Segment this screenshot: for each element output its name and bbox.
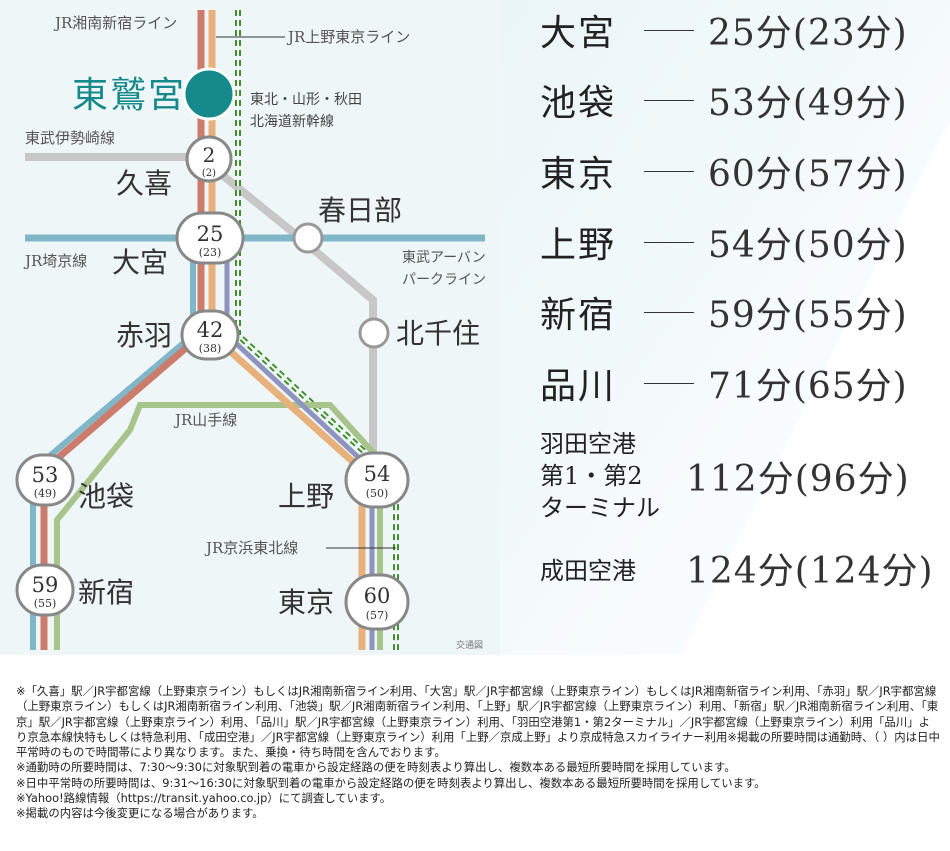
time-row-station: 池袋 — [540, 83, 617, 124]
node-ikebukuro — [15, 453, 75, 507]
dash-line — [644, 29, 694, 31]
time-row: 大宮 25分(23分) — [540, 0, 908, 60]
dash-line — [644, 311, 694, 313]
node-ueno — [344, 451, 410, 509]
node-omiya-time-sub: (23) — [199, 246, 222, 259]
node-ueno-time-sub: (50) — [366, 487, 389, 500]
node-kita-senju — [358, 317, 390, 349]
tobu-isesaki-line — [25, 153, 377, 470]
dash-line — [644, 170, 694, 172]
background-wedge — [500, 0, 950, 655]
node-shinjuku-time-sub: (55) — [34, 597, 57, 610]
time-row-paren: (57分) — [792, 154, 908, 195]
haneda-line-2: 第1・第2 — [540, 462, 643, 490]
time-row: 品川 71分(65分) — [540, 353, 908, 413]
route-map: 2 (2) 25 (23) 42 (38) 53 (49) 54 (50) 59… — [0, 0, 950, 655]
narita-station: 成田空港 — [540, 556, 636, 585]
station-kasukabe: 春日部 — [318, 194, 402, 227]
time-row-time: 59分 — [708, 295, 793, 336]
time-row-time: 60分 — [708, 154, 793, 195]
station-akabane: 赤羽 — [116, 319, 172, 352]
time-row-paren: (65分) — [792, 366, 908, 407]
dash-line — [644, 382, 694, 384]
haneda-paren: (96分) — [794, 459, 910, 500]
time-row-station: 上野 — [540, 225, 617, 266]
label-shonan-shinjuku: JR湘南新宿ライン — [53, 14, 177, 32]
node-ikebukuro-time-sub: (49) — [34, 487, 57, 500]
keihin-tohoku-line — [224, 238, 375, 650]
node-akabane-time: 42 — [197, 318, 224, 342]
label-shinkansen-2: 北海道新幹線 — [250, 113, 334, 130]
footnote: ※「久喜」駅／JR宇都宮線（上野東京ライン）もしくはJR湘南新宿ライン利用、「大… — [16, 684, 940, 760]
node-tokyo-time: 60 — [364, 584, 391, 608]
node-kuki-time-sub: (2) — [202, 168, 216, 179]
haneda-line-1: 羽田空港 — [540, 430, 636, 458]
node-kuki-time: 2 — [203, 143, 216, 167]
station-ueno: 上野 — [278, 480, 334, 513]
time-row-paren: (23分) — [792, 13, 908, 54]
station-higashi-washinomiya: 東鷲宮 — [72, 75, 186, 116]
node-omiya-time: 25 — [197, 222, 224, 246]
time-row-station: 大宮 — [540, 13, 617, 54]
time-row-time: 54分 — [708, 225, 793, 266]
node-akabane — [180, 309, 240, 361]
narita-row: 成田空港 124分(124分) — [540, 538, 934, 598]
time-row: 上野 54分(50分) — [540, 212, 908, 272]
time-row-paren: (55分) — [792, 295, 908, 336]
time-row-station: 東京 — [540, 154, 617, 195]
node-kuki — [185, 135, 233, 183]
time-row-station: 品川 — [540, 366, 617, 407]
station-kita-senju: 北千住 — [396, 317, 480, 350]
node-tokyo-time-sub: (57) — [366, 609, 389, 622]
label-yamanote: JR山手線 — [173, 411, 237, 429]
haneda-time: 112分 — [686, 459, 795, 500]
label-shinkansen-1: 東北・山形・秋田 — [250, 92, 362, 108]
footnote: ※日中平常時の所要時間は、9:31～16:30に対象駅到着の電車から設定経路の便… — [16, 775, 766, 790]
time-row-time: 25分 — [708, 13, 793, 54]
label-keihin-tohoku: JR京浜東北線 — [204, 539, 298, 557]
time-row-paren: (50分) — [792, 225, 908, 266]
station-tokyo: 東京 — [278, 586, 334, 619]
time-row-station: 新宿 — [540, 295, 617, 336]
saikyo-line-vertical — [30, 238, 196, 650]
footnote: ※通勤時の所要時間は、7:30～9:30に対象駅到着の電車から設定経路の便を時刻… — [16, 760, 736, 775]
label-urban-park-2: パークライン — [402, 272, 486, 288]
node-ueno-time: 54 — [364, 462, 391, 486]
time-row-time: 53分 — [708, 83, 793, 124]
narita-time: 124分 — [686, 551, 795, 592]
label-urban-park-1: 東武アーバン — [402, 250, 486, 266]
label-tobu-isesaki: 東武伊勢崎線 — [25, 129, 115, 147]
dash-line — [644, 99, 694, 101]
haneda-time-row: 112分(96分) — [686, 446, 910, 506]
node-kasukabe — [292, 222, 324, 254]
map-background — [0, 0, 500, 655]
map-caption: 交通図 — [456, 639, 483, 651]
time-row: 新宿 59分(55分) — [540, 282, 908, 342]
node-tokyo — [344, 573, 410, 631]
node-shinjuku-time: 59 — [32, 573, 59, 597]
label-saikyo: JR埼京線 — [23, 252, 87, 270]
station-kuki: 久喜 — [116, 167, 172, 200]
time-row-time: 71分 — [708, 366, 793, 407]
dash-line — [644, 241, 694, 243]
footnotes: ※「久喜」駅／JR宇都宮線（上野東京ライン）もしくはJR湘南新宿ライン利用、「大… — [16, 684, 941, 822]
footnote: ※掲載の内容は今後変更になる場合があります。 — [16, 806, 264, 821]
node-ikebukuro-time: 53 — [32, 463, 59, 487]
node-omiya — [175, 211, 245, 265]
station-omiya: 大宮 — [112, 246, 168, 279]
haneda-station: 羽田空港 第1・第2 ターミナル — [540, 428, 660, 524]
time-row-paren: (49分) — [792, 83, 908, 124]
haneda-line-3: ターミナル — [540, 494, 660, 522]
station-shinjuku: 新宿 — [78, 576, 134, 609]
narita-paren: (124分) — [794, 551, 934, 592]
label-ueno-tokyo: JR上野東京ライン — [286, 28, 410, 46]
origin-station-marker — [182, 67, 236, 121]
node-akabane-time-sub: (38) — [199, 342, 222, 355]
time-row: 池袋 53分(49分) — [540, 70, 908, 130]
node-shinjuku — [15, 563, 75, 617]
station-ikebukuro: 池袋 — [78, 480, 134, 513]
footnote: ※Yahoo!路線情報（https://transit.yahoo.co.jp）… — [16, 791, 392, 806]
time-row: 東京 60分(57分) — [540, 141, 908, 201]
